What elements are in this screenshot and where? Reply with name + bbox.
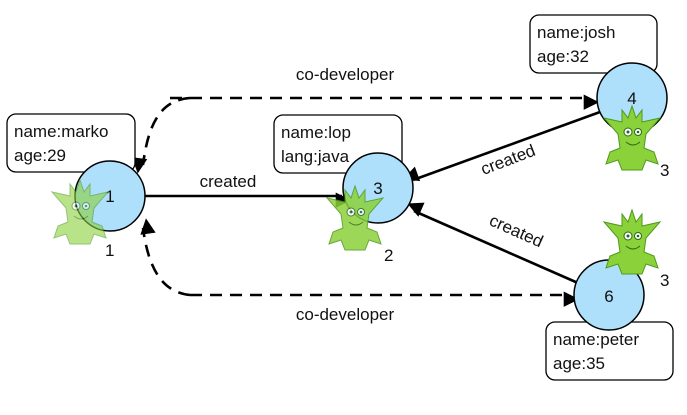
edge-created-6-3	[407, 202, 579, 285]
edge-label-co-developer-bottom: co-developer	[296, 305, 395, 324]
svg-text:age:35: age:35	[553, 354, 605, 373]
mascot-count-1: 1	[105, 241, 114, 260]
vertex-6: 6	[573, 259, 645, 331]
mascot-count-2: 2	[384, 246, 393, 265]
edge-created-4-3	[403, 110, 601, 182]
mascot-count-3a: 3	[660, 161, 669, 180]
svg-text:age:29: age:29	[14, 146, 66, 165]
svg-text:lang:java: lang:java	[281, 147, 350, 166]
svg-text:name:josh: name:josh	[537, 23, 615, 42]
edge-label-created-1-3: created	[200, 172, 257, 191]
mascot-count-3b: 3	[660, 271, 669, 290]
svg-text:4: 4	[627, 89, 636, 108]
svg-text:1: 1	[105, 187, 114, 206]
edge-co-developer-1-6-curve	[140, 218, 191, 297]
svg-text:name:marko: name:marko	[14, 122, 108, 141]
edge-co-developer-1-4-curve	[131, 96, 191, 174]
svg-text:name:lop: name:lop	[281, 123, 351, 142]
vertex-1-properties: name:marko age:29	[6, 113, 136, 173]
svg-text:6: 6	[604, 287, 613, 306]
vertex-6-properties: name:peter age:35	[545, 321, 674, 381]
svg-text:3: 3	[373, 179, 382, 198]
svg-text:name:peter: name:peter	[553, 330, 639, 349]
vertex-4-properties: name:josh age:32	[529, 14, 658, 74]
edge-label-created-6-3: created	[486, 211, 546, 251]
goblin-mascot-icon	[603, 209, 661, 275]
edge-label-co-developer-top: co-developer	[296, 65, 395, 84]
svg-text:age:32: age:32	[537, 47, 589, 66]
